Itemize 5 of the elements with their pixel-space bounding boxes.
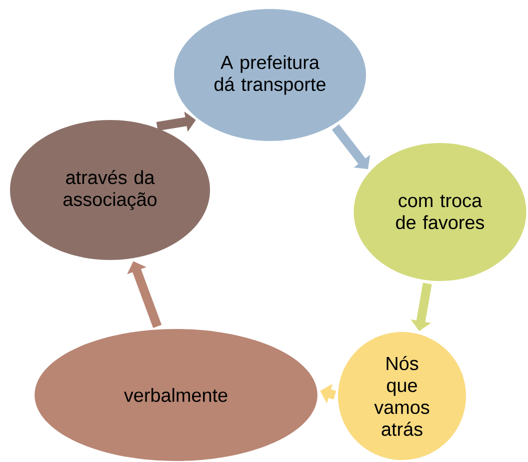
ellipse-node: através da associação	[10, 120, 210, 260]
ellipse-node: A prefeitura dá transporte	[174, 9, 366, 141]
ellipse-node: com troca de favores	[354, 143, 526, 281]
ellipse-node: Nós que vamos atrás	[338, 332, 466, 460]
ellipse-node: verbalmente	[34, 329, 318, 461]
